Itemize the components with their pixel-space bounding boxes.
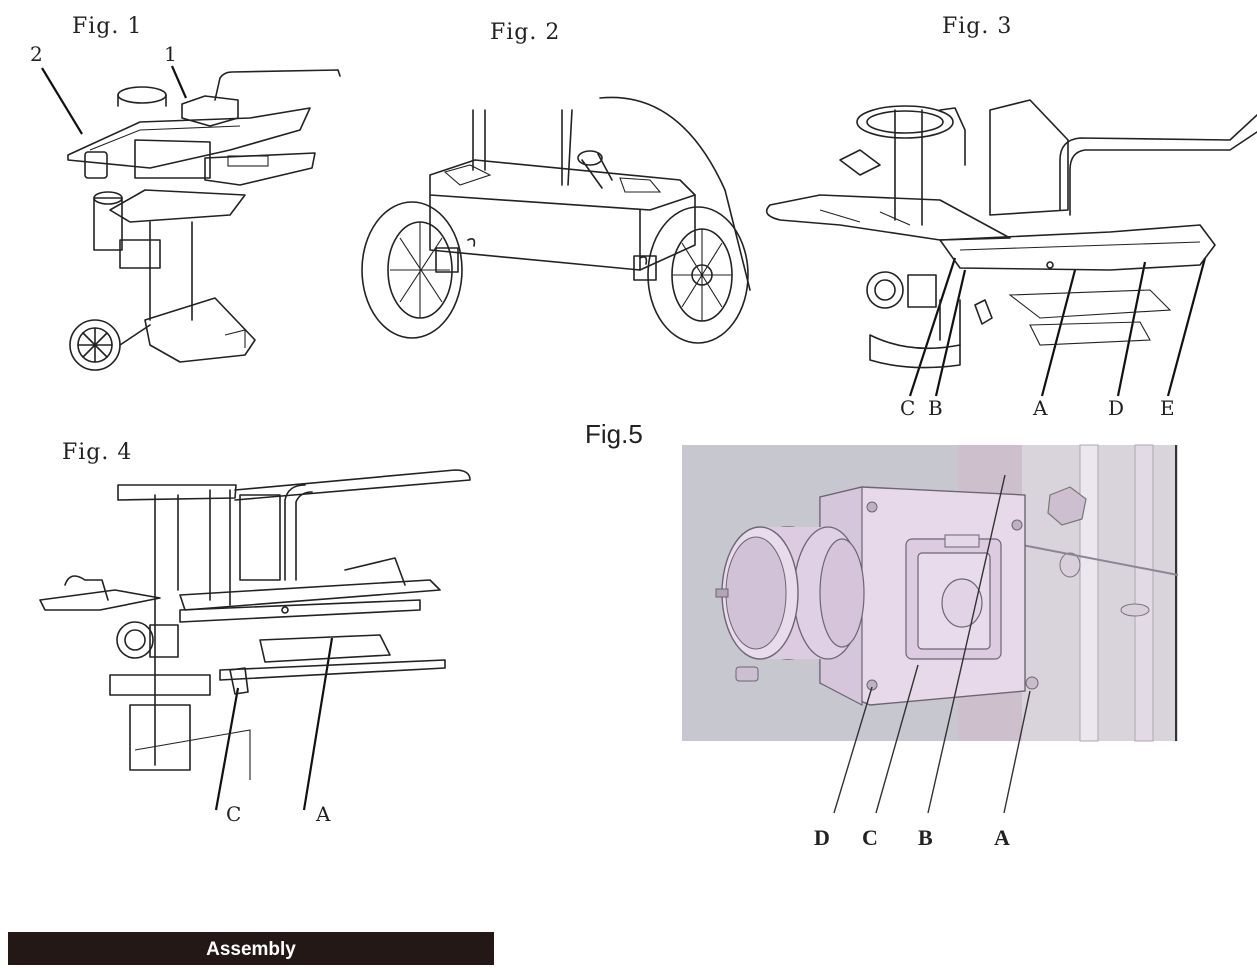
fig4-title: Fig. 4 [62,440,133,465]
figure-2: Fig. 2 [350,0,770,400]
fig3-label-A: A [1033,396,1048,420]
fig4-label-A: A [316,802,331,826]
table-lock-illustration [39,469,471,811]
fig1-label-1: 1 [164,42,177,66]
switch-box-render-illustration [682,444,1179,814]
fig3-label-D: D [1108,396,1125,420]
fig5-label-C: C [862,825,878,850]
fig3-label-C: C [900,396,916,420]
log-splitter-overview-illustration [41,65,341,371]
fig5-label-A: A [994,825,1010,850]
fig3-label-B: B [928,396,943,420]
assembly-section-header: Assembly [8,932,494,965]
fig5-label-B: B [918,825,933,850]
fig3-label-E: E [1160,396,1175,420]
figure-3: Fig. 3 C B A D E [760,0,1257,430]
figure-5: Fig.5 D C B A [580,415,1257,875]
figure-1: Fig. 1 2 1 [0,0,360,390]
table-mounting-illustration [765,99,1257,397]
fig1-title: Fig. 1 [72,14,143,39]
fig2-title: Fig. 2 [490,20,561,45]
fig5-title: Fig.5 [585,419,643,449]
fig5-label-D: D [814,825,830,850]
fig1-label-2: 2 [30,42,43,66]
wheel-assembly-illustration [361,96,751,344]
fig3-title: Fig. 3 [942,14,1013,39]
fig4-label-C: C [226,802,242,826]
figure-4: Fig. 4 C A [0,430,471,830]
